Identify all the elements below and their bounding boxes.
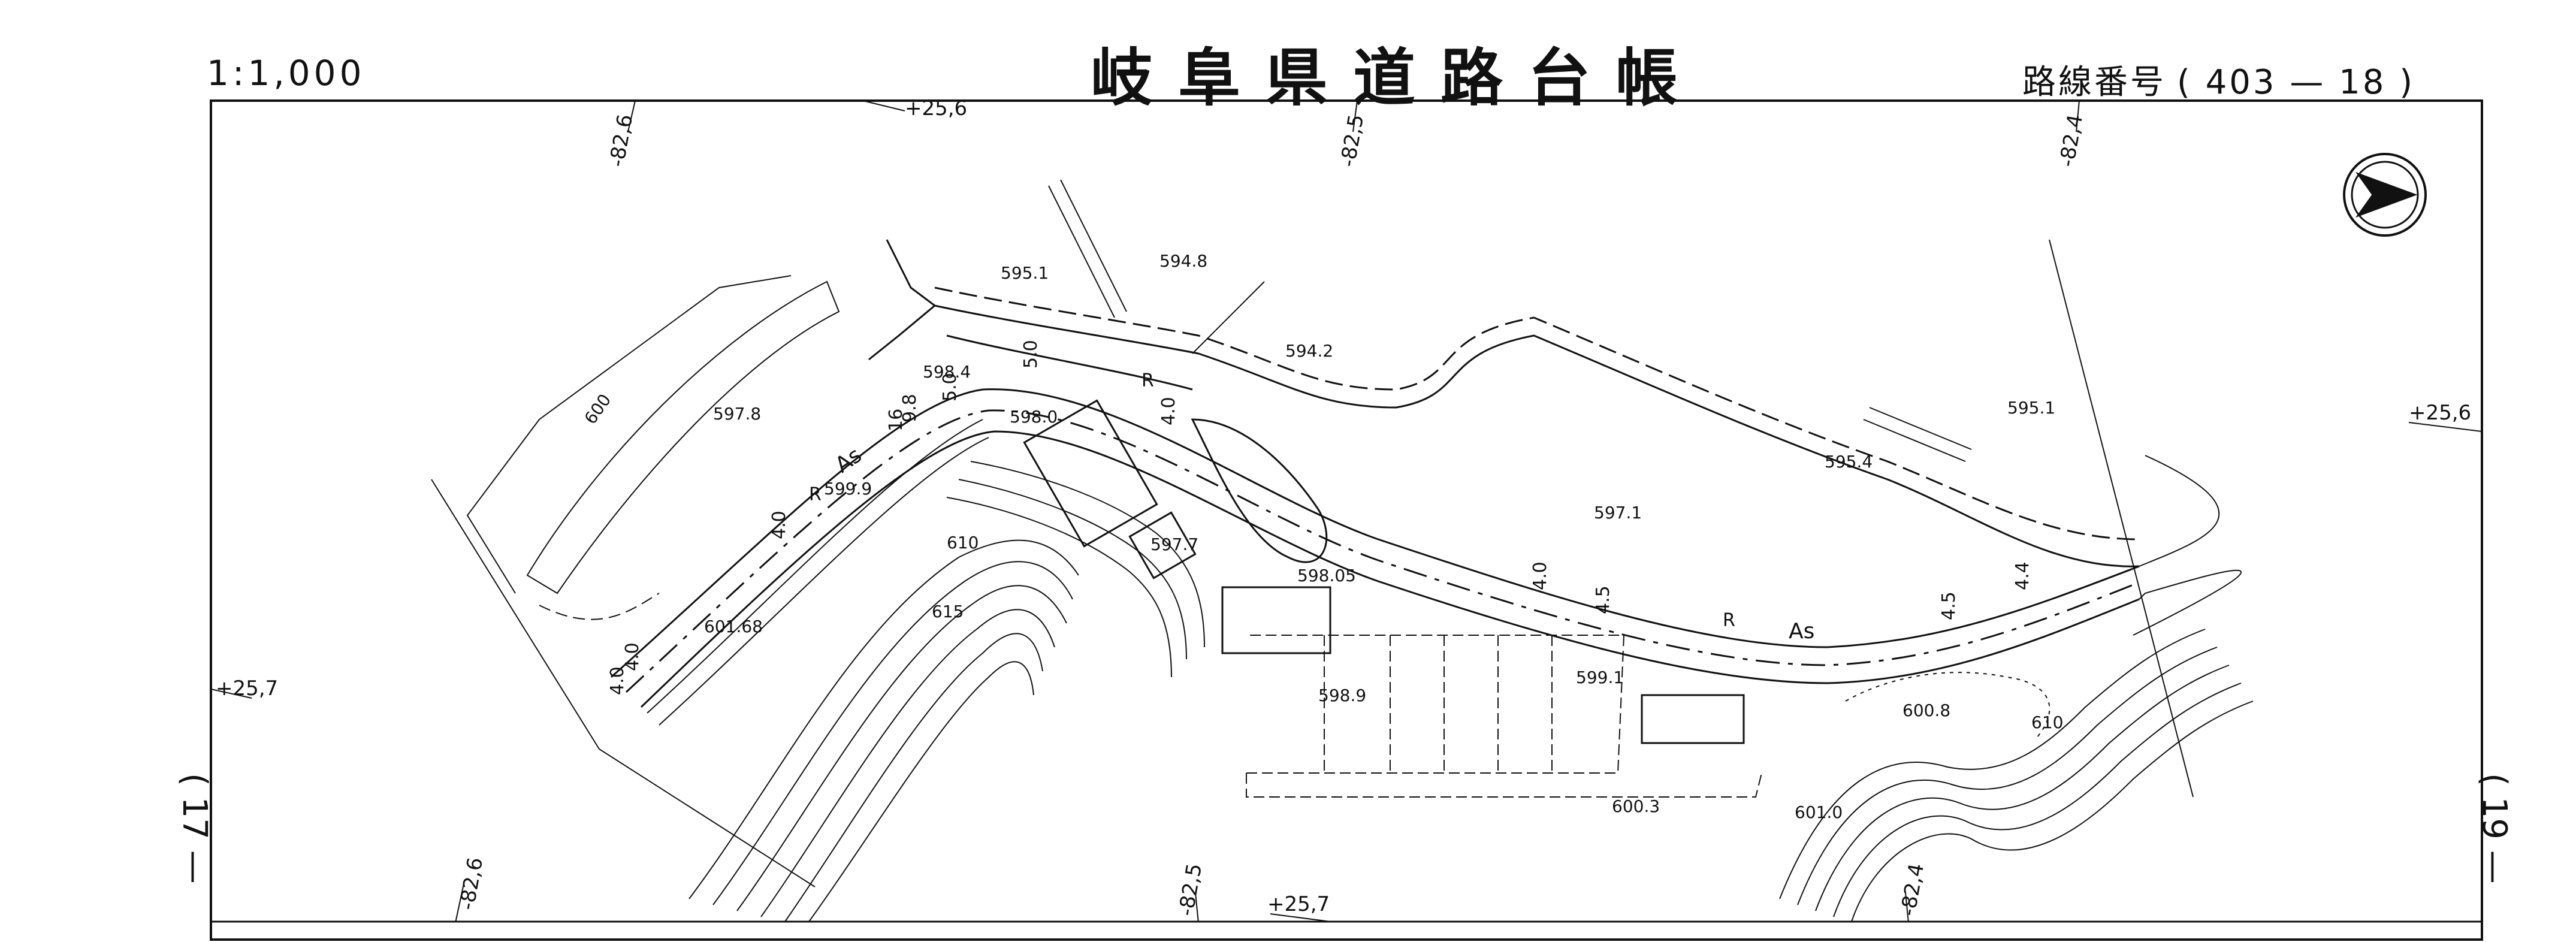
contour-label: 615: [932, 602, 964, 621]
width-dimensions: 4.0 4.0 4.0 4.0 4.0 5.0 5.0 9.8 16 4.5 4…: [607, 340, 2033, 695]
width-label: 16: [886, 409, 907, 431]
buildings: [1023, 399, 1745, 744]
width-label: 5.0: [940, 373, 961, 401]
elevation-label: 595.1: [1001, 263, 1049, 283]
coord-minus-82-4-top: -82,4: [2055, 113, 2088, 169]
coord-plus-25-7-bottom: +25,7: [1267, 892, 1330, 916]
coord-minus-82-6-top: -82,6: [605, 113, 638, 169]
coord-plus-25-6-right: +25,6: [2409, 401, 2471, 425]
coord-minus-82-5-bottom: -82,5: [1174, 862, 1207, 918]
grid-lines: [211, 101, 2482, 922]
elevation-label: 598.9: [1318, 686, 1366, 705]
north-arrow-icon: [2343, 153, 2427, 237]
coord-minus-82-6-bottom: -82,6: [455, 856, 488, 912]
elevation-label: 598.0: [1010, 407, 1058, 427]
road-surface-label: As: [1789, 619, 1814, 644]
coord-plus-25-6-top: +25,6: [905, 96, 967, 120]
coord-plus-25-7-left: +25,7: [216, 677, 278, 701]
width-label: 4.4: [2012, 561, 2033, 590]
width-label: 4.0: [1158, 397, 1179, 425]
contour-values: 600 610 615 610: [581, 390, 2064, 732]
elevation-label: 599.9: [824, 479, 872, 499]
elevation-label: 600.3: [1612, 796, 1660, 816]
width-label: 4.5: [1938, 591, 1959, 620]
width-label: 4.0: [769, 511, 790, 539]
width-label: 4.0: [622, 642, 643, 671]
width-label: 4.5: [1593, 585, 1614, 614]
elevation-label: 601.0: [1795, 802, 1843, 822]
elevation-label: 594.2: [1285, 341, 1333, 361]
elevation-label: 595.1: [2007, 398, 2055, 418]
width-label: 9.8: [899, 394, 920, 422]
elevation-label: 595.4: [1825, 452, 1873, 472]
contours-right: [1779, 239, 2254, 922]
coordinate-labels: +25,6 +25,6 +25,7 +25,7 -82,6 -82,6 -82,…: [216, 96, 2471, 918]
elevation-label: 600.8: [1902, 701, 1950, 720]
contour-label: 610: [2031, 712, 2063, 732]
sheet-index-left: ( 17 —: [175, 773, 214, 884]
contour-label: 600: [581, 390, 615, 428]
road-curve-label: R: [1141, 370, 1154, 391]
spot-elevations: 595.1 594.8 594.2 597.8 598.4 598.0 599.…: [704, 251, 2055, 822]
left-parcels: [431, 275, 840, 887]
elevation-label: 598.05: [1297, 566, 1356, 585]
width-label: 4.0: [1530, 561, 1551, 590]
elevation-label: 599.1: [1576, 668, 1624, 687]
main-road: [611, 388, 2242, 708]
contour-label: 610: [947, 533, 979, 552]
coord-minus-82-4-bottom: -82,4: [1896, 862, 1929, 918]
scale-label: 1:1,000: [207, 53, 366, 93]
road-surface-label: As: [831, 443, 866, 478]
embankment-hatching: [1048, 179, 1972, 462]
elevation-label: 594.8: [1159, 251, 1207, 271]
upper-road: [868, 239, 2140, 567]
elevation-label: 598.4: [923, 362, 971, 382]
width-label: 5.0: [1020, 340, 1041, 369]
elevation-label: 597.7: [1150, 535, 1198, 554]
traffic-island: [1191, 418, 1328, 563]
contours-left: [688, 461, 1205, 922]
route-label: 路線番号: [2022, 63, 2166, 102]
route-number: ( 403 — 18 ): [2177, 63, 2415, 102]
elevation-label: 597.8: [713, 404, 761, 424]
map-frame: [210, 99, 2483, 941]
map-title: 岐阜県道路台帳: [1091, 41, 1704, 114]
width-label: 4.0: [607, 666, 628, 695]
road-curve-label: R: [809, 484, 822, 505]
road-curve-label: R: [1723, 610, 1735, 631]
coord-minus-82-5-top: -82,5: [1336, 113, 1369, 169]
elevation-label: 601.68: [704, 617, 763, 636]
elevation-label: 597.1: [1594, 503, 1642, 523]
sidewalk-strip: [647, 419, 989, 726]
route-number-block: 路線番号 ( 403 — 18 ): [2022, 55, 2415, 104]
lot-subdivision: [1246, 635, 1762, 798]
